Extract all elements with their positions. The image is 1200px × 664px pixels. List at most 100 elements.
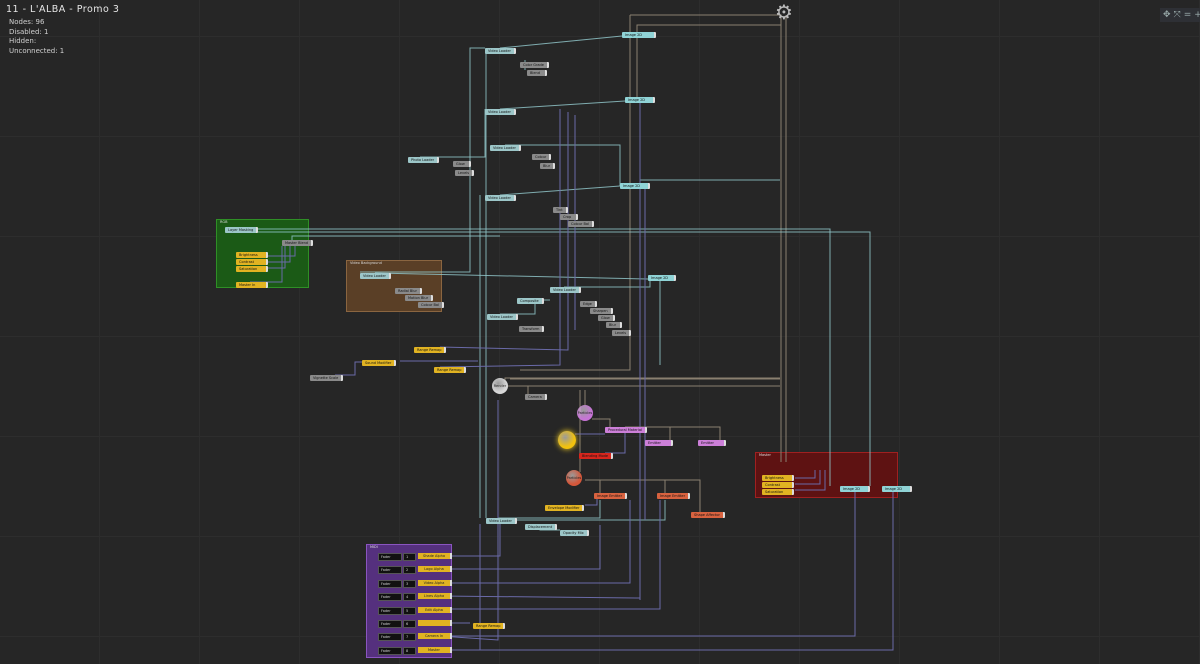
node-video-loader[interactable]: Video Loader xyxy=(550,287,581,293)
fader-target-node[interactable]: Shade Alpha xyxy=(418,553,452,559)
node-image-2d[interactable]: Image 2D xyxy=(840,486,870,492)
zoom-in-icon[interactable]: + xyxy=(1194,10,1200,20)
node-contrast[interactable]: Contrast xyxy=(762,482,794,488)
node-brightness[interactable]: Brightness xyxy=(762,475,794,481)
fader-label: Fader xyxy=(378,566,402,575)
sphere-node-particles[interactable]: Particles xyxy=(577,405,593,421)
node-glow[interactable]: Glow xyxy=(453,161,471,167)
fader-value[interactable]: 8 xyxy=(403,646,416,655)
stat-unconnected: Unconnected: 1 xyxy=(9,46,65,55)
stat-hidden: Hidden: xyxy=(9,37,37,45)
node-composite[interactable]: Composite xyxy=(517,298,544,304)
node-blur[interactable]: Blur xyxy=(540,163,556,169)
node-range-remap[interactable]: Range Remap xyxy=(414,347,447,353)
fader-value[interactable]: 3 xyxy=(403,579,416,588)
node-video-loader[interactable]: Video Loader xyxy=(487,314,518,320)
group-label: Master xyxy=(759,453,771,457)
fader-value[interactable]: 1 xyxy=(403,553,416,561)
fader-value[interactable]: 5 xyxy=(403,606,416,615)
node-colour-bal[interactable]: Colour Bal xyxy=(418,302,444,308)
node-envelope-modifier[interactable]: Envelope Modifier xyxy=(545,505,585,511)
node-image-2d[interactable]: Image 2D xyxy=(648,275,676,281)
node-emitter[interactable]: Emitter xyxy=(645,440,673,446)
node-colour[interactable]: Colour xyxy=(532,154,552,160)
sphere-node-particles[interactable]: Particles xyxy=(566,470,582,486)
node-motion-blur[interactable]: Motion Blur xyxy=(405,295,434,301)
sphere-node-render[interactable]: Render xyxy=(492,378,508,394)
fader-value[interactable]: 4 xyxy=(403,593,416,602)
fader-label: Fader xyxy=(378,553,402,561)
fader-value[interactable]: 6 xyxy=(403,620,416,628)
node-shape-affector[interactable]: Shape Affector xyxy=(691,512,725,518)
node-image-emitter[interactable]: Image Emitter xyxy=(657,493,691,499)
node-edge[interactable]: Edge xyxy=(580,301,597,307)
node-image-2d[interactable]: Image 2D xyxy=(622,32,656,38)
equals-icon[interactable]: = xyxy=(1183,10,1192,20)
fader-value[interactable]: 2 xyxy=(403,566,416,575)
light-sun-icon[interactable] xyxy=(558,431,576,449)
node-color-grade[interactable]: Color Grade xyxy=(520,62,549,68)
node-sound-modifier[interactable]: Sound Modifier xyxy=(362,360,397,366)
node-image-2d[interactable]: Image 2D xyxy=(620,183,650,189)
node-levels[interactable]: Levels xyxy=(612,330,632,336)
node-emitter[interactable]: Emitter xyxy=(698,440,726,446)
node-image-2d[interactable]: Image 2D xyxy=(882,486,912,492)
node-camera[interactable]: Camera xyxy=(525,394,547,400)
node-procedural-material[interactable]: Procedural Material xyxy=(605,427,647,433)
fader-label: Fader xyxy=(378,606,402,615)
node-tint[interactable]: Tint xyxy=(553,207,568,213)
view-toolbar: ✥ ⤧ = + − xyxy=(1160,8,1200,22)
node-photo-loader[interactable]: Photo Loader xyxy=(408,157,440,163)
fader-target-node[interactable]: Master xyxy=(418,646,452,653)
node-blend[interactable]: Blend xyxy=(527,70,547,76)
node-video-loader[interactable]: Video Loader xyxy=(485,195,516,201)
node-blending-mode[interactable]: Blending Mode xyxy=(579,453,614,459)
node-video-loader[interactable]: Video Loader xyxy=(485,48,516,54)
node-video-loader[interactable]: Video Loader xyxy=(360,273,391,279)
fader-target-node[interactable]: Edit Alpha xyxy=(418,606,452,613)
node-colour-bal[interactable]: Colour Bal xyxy=(568,221,594,227)
fader-label: Fader xyxy=(378,646,402,655)
node-layer-masking[interactable]: Layer Masking xyxy=(225,227,259,233)
node-vignette-scale[interactable]: Vignette Scale xyxy=(310,375,344,381)
node-brightness[interactable]: Brightness xyxy=(236,252,268,258)
fader-target-node[interactable]: Camera In xyxy=(418,633,452,640)
node-displacement[interactable]: Displacement xyxy=(525,524,558,530)
node-blur[interactable]: Blur xyxy=(606,322,622,328)
node-range-remap[interactable]: Range Remap xyxy=(434,367,467,373)
node-opacity-mix[interactable]: Opacity Mix xyxy=(560,530,589,536)
fader-label: Fader xyxy=(378,620,402,628)
fader-target-node[interactable] xyxy=(418,620,452,626)
fader-target-node[interactable]: Video Alpha xyxy=(418,579,452,586)
fader-target-node[interactable]: Logo Alpha xyxy=(418,566,452,573)
node-saturation[interactable]: Saturation xyxy=(762,489,794,495)
node-transform[interactable]: Transform xyxy=(519,326,545,332)
node-range-remap[interactable]: Range Remap xyxy=(473,623,506,629)
node-image-2d[interactable]: Image 2D xyxy=(625,97,655,103)
node-master-blend[interactable]: Master Blend xyxy=(282,240,314,246)
node-video-loader[interactable]: Video Loader xyxy=(485,109,516,115)
fit-icon[interactable]: ⤧ xyxy=(1173,10,1181,20)
group-label: MIDI xyxy=(370,545,378,549)
fader-value[interactable]: 7 xyxy=(403,633,416,642)
node-glow[interactable]: Glow xyxy=(598,315,615,321)
node-video-loader[interactable]: Video Loader xyxy=(486,518,517,524)
node-master-in[interactable]: Master In xyxy=(236,282,268,288)
node-video-loader[interactable]: Video Loader xyxy=(490,145,521,151)
move-icon[interactable]: ✥ xyxy=(1163,10,1171,20)
fader-label: Fader xyxy=(378,593,402,602)
graph-stats: Nodes: 96 Disabled: 1 Hidden: Unconnecte… xyxy=(9,18,64,56)
node-image-emitter[interactable]: Image Emitter xyxy=(594,493,628,499)
window-title: 11 - L'ALBA - Promo 3 xyxy=(6,4,120,15)
node-radial-blur[interactable]: Radial Blur xyxy=(395,288,422,294)
node-crop[interactable]: Crop xyxy=(560,214,578,220)
fader-label: Fader xyxy=(378,579,402,588)
fader-label: Fader xyxy=(378,633,402,642)
fader-target-node[interactable]: Lines Alpha xyxy=(418,593,452,600)
render-output-gear-icon[interactable]: ⚙ xyxy=(775,0,793,24)
node-contrast[interactable]: Contrast xyxy=(236,259,268,265)
node-saturation[interactable]: Saturation xyxy=(236,266,268,272)
node-sharpen[interactable]: Sharpen xyxy=(590,308,613,314)
node-levels[interactable]: Levels xyxy=(455,170,475,176)
